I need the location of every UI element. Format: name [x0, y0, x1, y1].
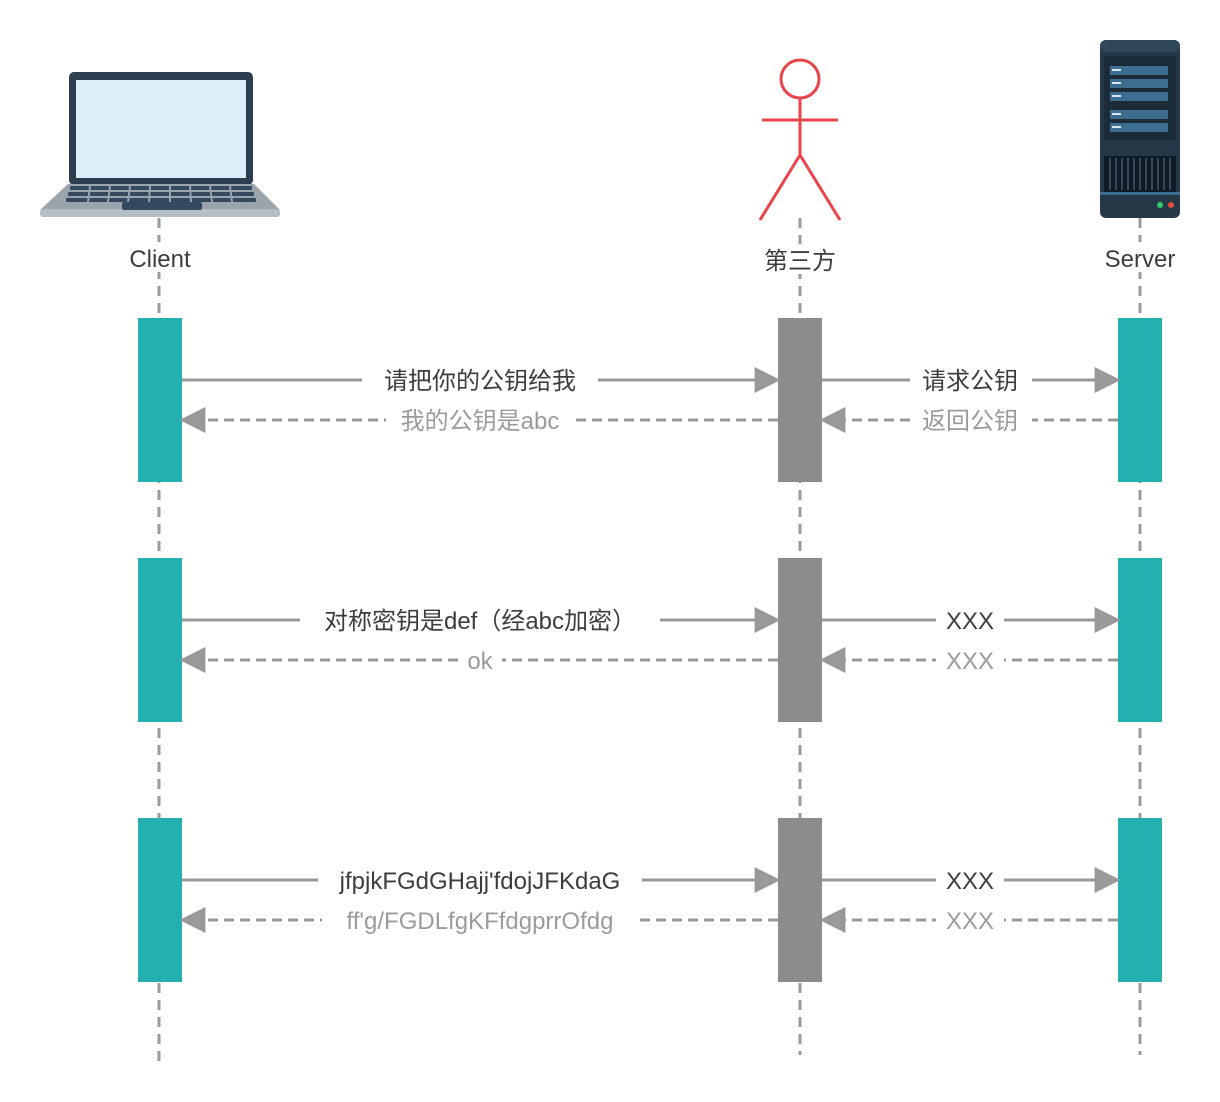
message-group: 对称密钥是def（经abc加密） ok XXX XXX: [179, 604, 1121, 676]
client-activation: [138, 558, 182, 722]
third-party-activation: [778, 318, 822, 482]
client-request-label: 对称密钥是def（经abc加密）: [324, 608, 636, 635]
message-group: 请把你的公钥给我 我的公钥是abc 请求公钥 返回公钥: [179, 364, 1121, 436]
client-request-label: jfpjkFGdGHajj'fdojJFKdaG: [339, 868, 621, 895]
server-tower-icon: [1100, 40, 1180, 218]
client-activation: [138, 318, 182, 482]
server-response-label: XXX: [946, 908, 994, 935]
third-party-activation: [778, 558, 822, 722]
client-response-label: ff'g/FGDLfgKFfdgprrOfdg: [347, 908, 614, 935]
stick-figure-icon: [758, 58, 842, 221]
client-response-label: 我的公钥是abc: [401, 408, 560, 435]
server-activation: [1118, 818, 1162, 982]
server-request-label: 请求公钥: [922, 368, 1018, 395]
client-activation: [138, 818, 182, 982]
server-request-label: XXX: [946, 868, 994, 895]
server-activation: [1118, 558, 1162, 722]
client-request-label: 请把你的公钥给我: [384, 368, 576, 395]
client-response-label: ok: [467, 648, 493, 675]
server-activation: [1118, 318, 1162, 482]
server-request-label: XXX: [946, 608, 994, 635]
third-party-activation: [778, 818, 822, 982]
third-party-label: 第三方: [764, 248, 836, 275]
message-group: jfpjkFGdGHajj'fdojJFKdaG ff'g/FGDLfgKFfd…: [179, 864, 1121, 936]
activation-bars: [138, 318, 1162, 982]
server-response-label: XXX: [946, 648, 994, 675]
client-label: Client: [129, 246, 191, 273]
server-response-label: 返回公钥: [922, 408, 1018, 435]
server-label: Server: [1105, 246, 1176, 273]
laptop-icon: [40, 72, 280, 217]
